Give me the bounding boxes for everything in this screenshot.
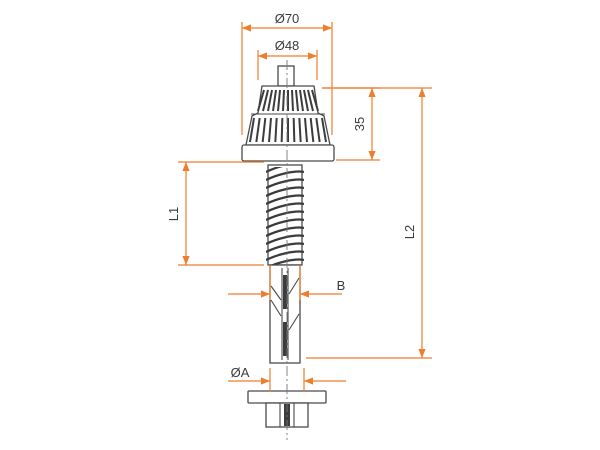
cap-slot-upper (295, 89, 299, 112)
cap-slot-lower (292, 117, 296, 143)
dimension-l2: L2 (306, 87, 432, 359)
thread-turn (266, 210, 304, 221)
dimensions: Ø70 Ø48 35 L2 L1 (166, 11, 432, 392)
thread-turn (266, 170, 304, 181)
cap-slot-lower (321, 117, 327, 143)
thread-turn (266, 226, 304, 237)
cap-slot-lower (315, 117, 321, 143)
thread-turn (266, 234, 304, 245)
thread-turn (266, 194, 304, 205)
cap-slot-upper (282, 89, 285, 112)
dia70-label: Ø70 (275, 11, 300, 26)
cap-slot-lower (274, 117, 278, 143)
cap-slot-upper (307, 89, 314, 112)
thread-turn (266, 242, 304, 253)
cap-slot-upper (272, 89, 277, 112)
lower-sleeve (269, 264, 301, 364)
dimension-b: B (228, 265, 345, 300)
nozzle-part (241, 60, 335, 440)
cap-slot-lower (249, 117, 255, 143)
top-stem (277, 65, 295, 87)
h35-label: 35 (352, 117, 367, 131)
cap-slot-lower (280, 117, 284, 143)
thread-turn (269, 258, 304, 265)
cap-slot-upper (303, 89, 309, 112)
cap-slots (249, 89, 327, 143)
cap-slot-lower (309, 117, 315, 143)
cap-slot-upper (299, 89, 304, 112)
sleeve-dark-slit-2 (283, 322, 287, 356)
dimension-dia-70: Ø70 (241, 11, 333, 135)
dimension-l1: L1 (166, 161, 264, 266)
cap-slot-upper (311, 89, 319, 112)
threaded-rod (266, 164, 304, 266)
sleeve-slot-2 (270, 299, 282, 317)
thread-turn (266, 202, 304, 213)
sleeve-dark-slit-1 (283, 275, 287, 309)
dimension-dia-a: ØA (228, 365, 346, 392)
cap-slot-lower (268, 117, 272, 143)
thread-turn (266, 218, 304, 229)
cap-slot-lower (261, 117, 267, 143)
b-label: B (337, 278, 346, 293)
thread-turn (266, 186, 304, 197)
dia48-label: Ø48 (275, 38, 300, 53)
l2-label: L2 (402, 225, 417, 239)
thread-turn (266, 250, 304, 261)
diaa-label: ØA (231, 365, 250, 380)
cap-slot-lower (255, 117, 261, 143)
thread-lines (266, 167, 304, 265)
thread-turn (266, 178, 304, 189)
flange (241, 144, 335, 162)
dimension-dia-48: Ø48 (257, 38, 318, 80)
cap-slot-lower (304, 117, 308, 143)
l1-label: L1 (166, 207, 181, 221)
cap-slot-upper (267, 89, 273, 112)
cap-slot-upper (277, 89, 281, 112)
cap-slot-upper (262, 89, 269, 112)
slotted-cap (245, 85, 331, 146)
sleeve-slot-3 (288, 277, 300, 295)
cap-slot-upper (257, 89, 265, 112)
sleeve-slot-1 (270, 285, 282, 301)
cap-slot-upper (291, 89, 294, 112)
cap-slot-lower (298, 117, 302, 143)
sleeve-slot-4 (288, 313, 300, 331)
thread-turn (266, 167, 284, 173)
